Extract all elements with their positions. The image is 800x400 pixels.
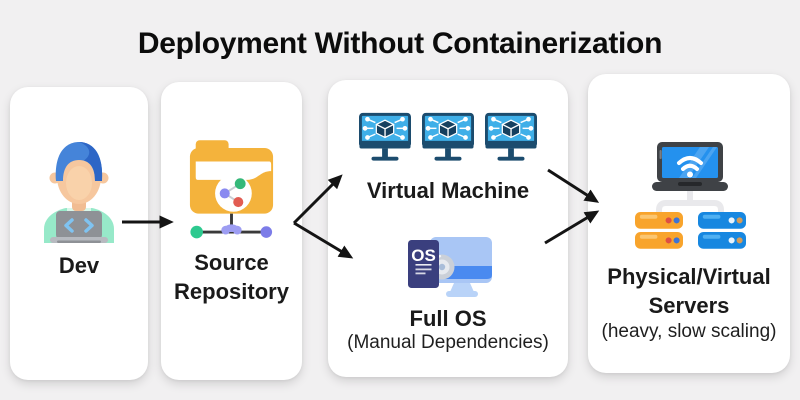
server-stack-blue-icon (698, 212, 746, 249)
full-os-icon: OS (408, 237, 492, 297)
servers-label: Physical/Virtual Servers (607, 264, 771, 318)
laptop-wifi-icon (652, 142, 728, 191)
virtual-machine-label: Virtual Machine (366, 178, 530, 203)
laptop-with-server-stacks-icon (635, 142, 746, 249)
full-os-label: Full OS (409, 306, 487, 331)
source-repository-icon (189, 140, 274, 239)
server-stack-orange-icon (635, 212, 683, 249)
vm-monitor-group (328, 112, 568, 162)
source-repository-label: Source Repository (174, 250, 289, 304)
vm-monitor-icon (485, 112, 537, 161)
panel-source-repository: Source Repository (161, 82, 302, 380)
vm-monitor-icon (422, 112, 474, 161)
developer-at-laptop-icon (44, 142, 114, 243)
full-os-sublabel: (Manual Dependencies) (347, 332, 549, 353)
page-title: Deployment Without Containerization (137, 27, 663, 60)
servers-sublabel: (heavy, slow scaling) (601, 321, 777, 342)
panel-dev: Dev (10, 87, 148, 380)
panel-vm-full-os: Virtual Machine OS Full OS (Manual Depen… (328, 80, 568, 377)
vm-monitor-icon (359, 112, 411, 161)
dev-label: Dev (58, 253, 100, 278)
panel-servers: Physical/Virtual Servers (heavy, slow sc… (588, 74, 790, 373)
os-box-text: OS (411, 246, 436, 265)
